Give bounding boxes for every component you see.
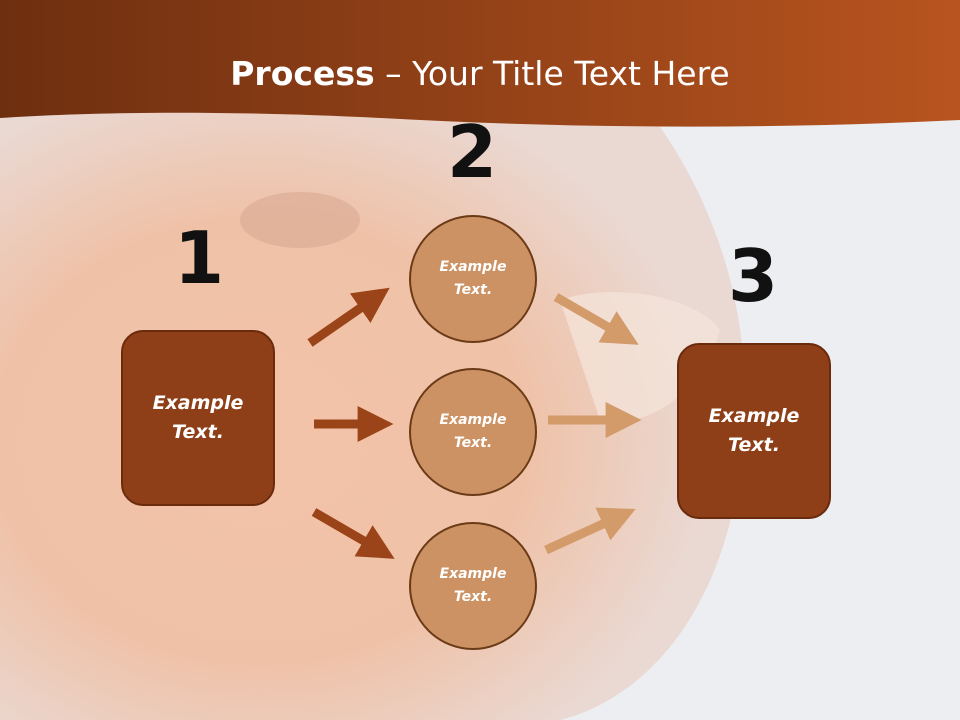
circle-middle-label: Example Text.	[439, 412, 507, 451]
circle-bottom-label: Example Text.	[439, 566, 507, 605]
step-1-box: Example Text.	[121, 330, 275, 506]
title-bold: Process	[230, 54, 375, 93]
arrow-1-to-bottom	[311, 508, 395, 559]
circle-top-label: Example Text.	[439, 259, 507, 298]
step-number-1: 1	[173, 216, 225, 300]
arrow-bottom-to-3	[544, 507, 636, 555]
circle-bottom: Example Text.	[409, 522, 537, 650]
header-band	[0, 0, 960, 127]
step-3-box: Example Text.	[677, 343, 831, 519]
arrow-top-to-3	[553, 293, 639, 345]
step-3-box-label: Example Text.	[708, 405, 800, 456]
step-1-box-label: Example Text.	[152, 392, 244, 443]
circle-middle: Example Text.	[409, 368, 537, 496]
arrow-1-to-top	[307, 287, 390, 347]
step-number-2: 2	[446, 110, 498, 194]
title-rest: – Your Title Text Here	[374, 54, 730, 93]
step-number-3: 3	[727, 234, 779, 318]
slide-title: Process – Your Title Text Here	[0, 52, 960, 96]
eye-shape	[240, 192, 360, 248]
circle-top: Example Text.	[409, 215, 537, 343]
